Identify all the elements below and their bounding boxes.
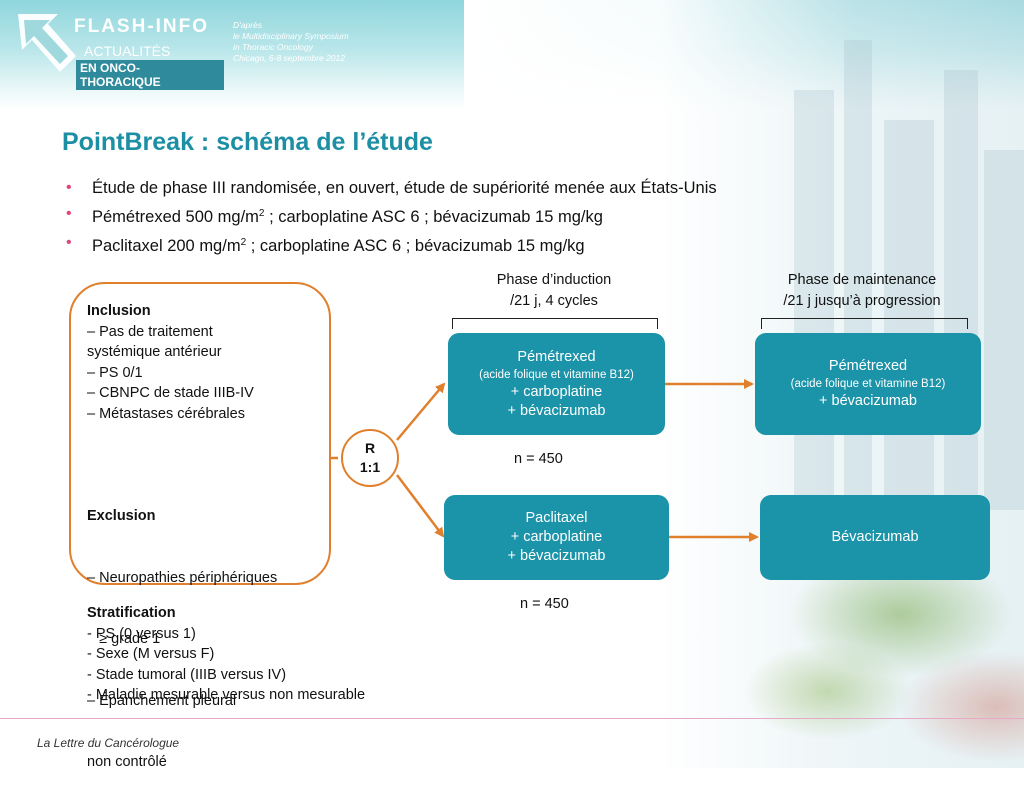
maintenance-phase-label: Phase de maintenance /21 j jusqu’à progr… [752,270,972,312]
criterion: systémique antérieur [87,344,222,360]
exclusion-heading: Exclusion [87,508,156,524]
logo-subtitle: ACTUALITÉS [84,43,171,59]
maintenance-bracket [761,318,968,329]
note-line: D'après [233,20,263,30]
stratification-factor: - Maladie mesurable versus non mesurable [87,687,366,703]
phase-schedule: /21 j, 4 cycles [510,293,598,309]
bullet-text: Paclitaxel 200 mg/m [92,237,241,255]
bullet-text: Pémétrexed 500 mg/m [92,208,259,226]
inclusion-criteria: Inclusion – Pas de traitement systémique… [87,301,254,424]
flash-info-logo: FLASH-INFO ACTUALITÉS EN ONCO-THORACIQUE [14,10,224,90]
bullet-marker: • [66,234,72,251]
drug-label: Paclitaxel [525,510,588,526]
note-line: Chicago, 6-8 septembre 2012 [233,53,345,63]
bullet-marker: • [66,179,72,196]
drug-label: + carboplatine [510,529,603,545]
drug-label: + bévacizumab [507,548,606,564]
bullet-text: ; carboplatine ASC 6 ; bévacizumab 15 mg… [264,208,603,226]
bullet-item: • Pémétrexed 500 mg/m2 ; carboplatine AS… [66,201,717,230]
drug-label: Pémétrexed [517,348,596,365]
phase-name: Phase d’induction [496,272,612,288]
bullet-superscript: 2 [258,208,265,219]
induction-phase-label: Phase d’induction /21 j, 4 cycles [454,270,654,312]
arrow-to-arm1 [396,382,446,441]
eligibility-box [69,282,331,585]
bullet-text: ; carboplatine ASC 6 ; bévacizumab 15 mg… [246,237,585,255]
randomization-letter: R [364,440,376,456]
stratification-block: Stratification - PS (0 versus 1) - Sexe … [87,603,365,706]
logo-subtitle-2: EN ONCO-THORACIQUE [76,60,224,90]
arm2-sample-size: n = 450 [520,596,569,612]
drug-label: Bévacizumab [831,529,919,545]
stratification-heading: Stratification [87,605,176,621]
bullet-marker: • [66,205,72,222]
criterion: – CBNPC de stade IIIB-IV [87,385,254,401]
criterion: – Épanchement pleural [87,692,237,709]
randomization-ratio: 1:1 [359,459,381,475]
criterion: – PS 0/1 [87,364,143,381]
induction-bracket [452,318,658,329]
arm2-induction-box: Paclitaxel + carboplatine + bévacizumab [444,495,669,580]
footer-divider [0,718,1024,719]
phase-schedule: /21 j jusqu’à progression [783,293,941,309]
arm2-maintenance-box: Bévacizumab [760,495,990,580]
bullet-item: • Paclitaxel 200 mg/m2 ; carboplatine AS… [66,230,717,259]
randomization-node: R 1:1 [341,429,399,487]
bullet-item: • Étude de phase III randomisée, en ouve… [66,175,717,201]
slide-title: PointBreak : schéma de l’étude [62,128,433,156]
drug-label: + bévacizumab [819,393,917,409]
logo-title: FLASH-INFO [74,16,210,37]
arm1-sample-size: n = 450 [514,451,563,467]
drug-label: + bévacizumab [507,402,606,419]
stratification-factor: - Sexe (M versus F) [87,646,215,662]
criterion: non contrôlé [87,754,167,770]
criterion: – Neuropathies périphériques [87,569,278,586]
drug-label: Pémétrexed [828,358,908,374]
phase-name: Phase de maintenance [787,272,937,288]
arm1-induction-box: Pémétrexed (acide folique et vitamine B1… [448,333,665,435]
exclusion-criteria: Exclusion – Neuropathies périphériques ≥… [87,465,277,793]
stratification-factor: - PS (0 versus 1) [87,625,196,642]
criterion: ≥ grade 1 [87,631,161,647]
drug-label: + carboplatine [510,383,603,400]
bullet-text: Étude de phase III randomisée, en ouvert… [92,179,717,197]
note-line: le Multidisciplinary Symposium [233,31,349,41]
drug-note: (acide folique et vitamine B12) [790,378,946,390]
inclusion-heading: Inclusion [87,303,151,319]
drug-note: (acide folique et vitamine B12) [479,368,634,381]
flow-arrows [331,379,759,542]
footer-source: La Lettre du Cancérologue [37,736,180,750]
arrow-to-arm2 [396,474,445,538]
criterion: – Pas de traitement [87,323,213,340]
stratification-factor: - Stade tumoral (IIIB versus IV) [87,666,287,683]
arm1-maintenance-box: Pémétrexed (acide folique et vitamine B1… [755,333,981,435]
criterion: – Métastases cérébrales [87,405,245,422]
note-line: in Thoracic Oncology [233,42,313,52]
bullet-superscript: 2 [240,237,247,248]
bullet-list: • Étude de phase III randomisée, en ouve… [66,175,717,259]
header-source-note: D'après le Multidisciplinary Symposium i… [233,20,349,64]
